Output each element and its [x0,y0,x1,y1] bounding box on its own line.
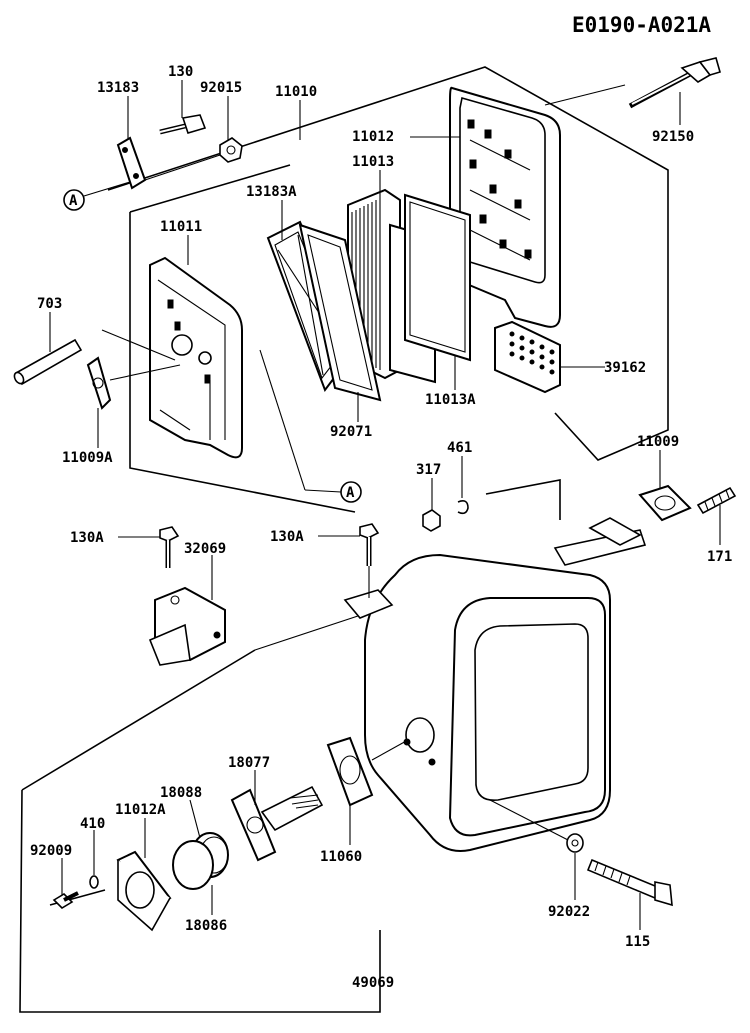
part-18077-spark-arrester [230,785,324,862]
label-18086: 18086 [185,918,227,934]
part-461-lock-washer [457,500,469,515]
part-muffler-body [364,553,611,852]
group-frame-upper [107,66,669,461]
label-130A-left: 130A [70,530,104,546]
air-cleaner-group: A A [13,57,721,513]
group-frame-lower [485,479,561,520]
assembly-line-3 [144,154,221,181]
label-92015: 92015 [200,80,242,96]
diagram-id: E0190-A021A [572,13,711,37]
part-32069-bracket [148,586,226,666]
callout-a-center: A [259,349,362,503]
label-171: 171 [707,549,732,565]
part-115-long-bolt [586,858,673,907]
svg-text:A: A [346,485,355,501]
label-11060: 11060 [320,849,362,865]
part-130-bolt [159,114,207,135]
label-32069: 32069 [184,541,226,557]
label-11013A: 11013A [425,392,476,408]
label-39162: 39162 [604,360,646,376]
label-13183: 13183 [97,80,139,96]
part-18086-plug [172,840,214,890]
label-461: 461 [447,440,472,456]
svg-text:A: A [69,193,78,209]
part-317-nut [422,509,441,532]
part-171-stud [696,486,737,515]
part-92150-wing-bolt [628,57,721,109]
assembly-line-1 [101,329,176,361]
label-11010: 11010 [275,84,317,100]
label-92071: 92071 [330,424,372,440]
part-130A-center-bolt [343,523,394,619]
label-18088: 18088 [160,785,202,801]
label-410: 410 [80,816,105,832]
label-11009A: 11009A [62,450,113,466]
assembly-line-4 [254,611,371,651]
muffler-group [19,450,737,1013]
group-frame-lower-2 [19,789,381,1013]
frame-edge [129,164,291,213]
label-703: 703 [37,296,62,312]
label-49069: 49069 [352,975,394,991]
label-11009: 11009 [637,434,679,450]
label-11013: 11013 [352,154,394,170]
part-92022-washer [566,833,584,853]
label-130: 130 [168,64,193,80]
part-11012-cover [449,86,561,328]
part-703-breather-pipe [13,338,83,386]
callout-a-upper: A [63,181,131,211]
part-11013A-foam-pad [404,193,471,362]
label-11011: 11011 [160,219,202,235]
label-92022: 92022 [548,904,590,920]
part-92009-screw [52,891,79,910]
leader-92150-b [544,84,626,106]
part-exhaust-pipe [553,517,647,566]
part-labels: 13183 130 92015 11010 11012 11013 13183A… [30,64,732,991]
label-11012: 11012 [352,129,394,145]
part-39162-grille [494,320,561,394]
label-13183A: 13183A [246,184,297,200]
part-92015-nut [219,137,243,163]
label-115: 115 [625,934,650,950]
assembly-line-7 [489,799,569,841]
part-92071-gasket [298,223,382,402]
label-92009: 92009 [30,843,72,859]
part-11060-gasket [326,736,374,807]
label-92150: 92150 [652,129,694,145]
label-317: 317 [416,462,441,478]
assembly-line-6 [371,739,409,761]
part-11009-gasket [638,484,692,522]
part-11011-base [149,256,243,459]
label-130A-center: 130A [270,529,304,545]
label-18077: 18077 [228,755,270,771]
part-11012A-cover-plate [116,850,172,932]
frame-edge-lower [21,649,256,791]
part-13183-bracket [116,136,147,190]
group-frame-upper-inner [129,212,356,513]
assembly-line-2 [109,364,181,381]
part-11009A-gasket [86,356,112,410]
label-11012A: 11012A [115,802,166,818]
part-130A-left-bolt [159,526,180,568]
part-410-washer [89,875,99,889]
leader-18088 [189,799,201,839]
